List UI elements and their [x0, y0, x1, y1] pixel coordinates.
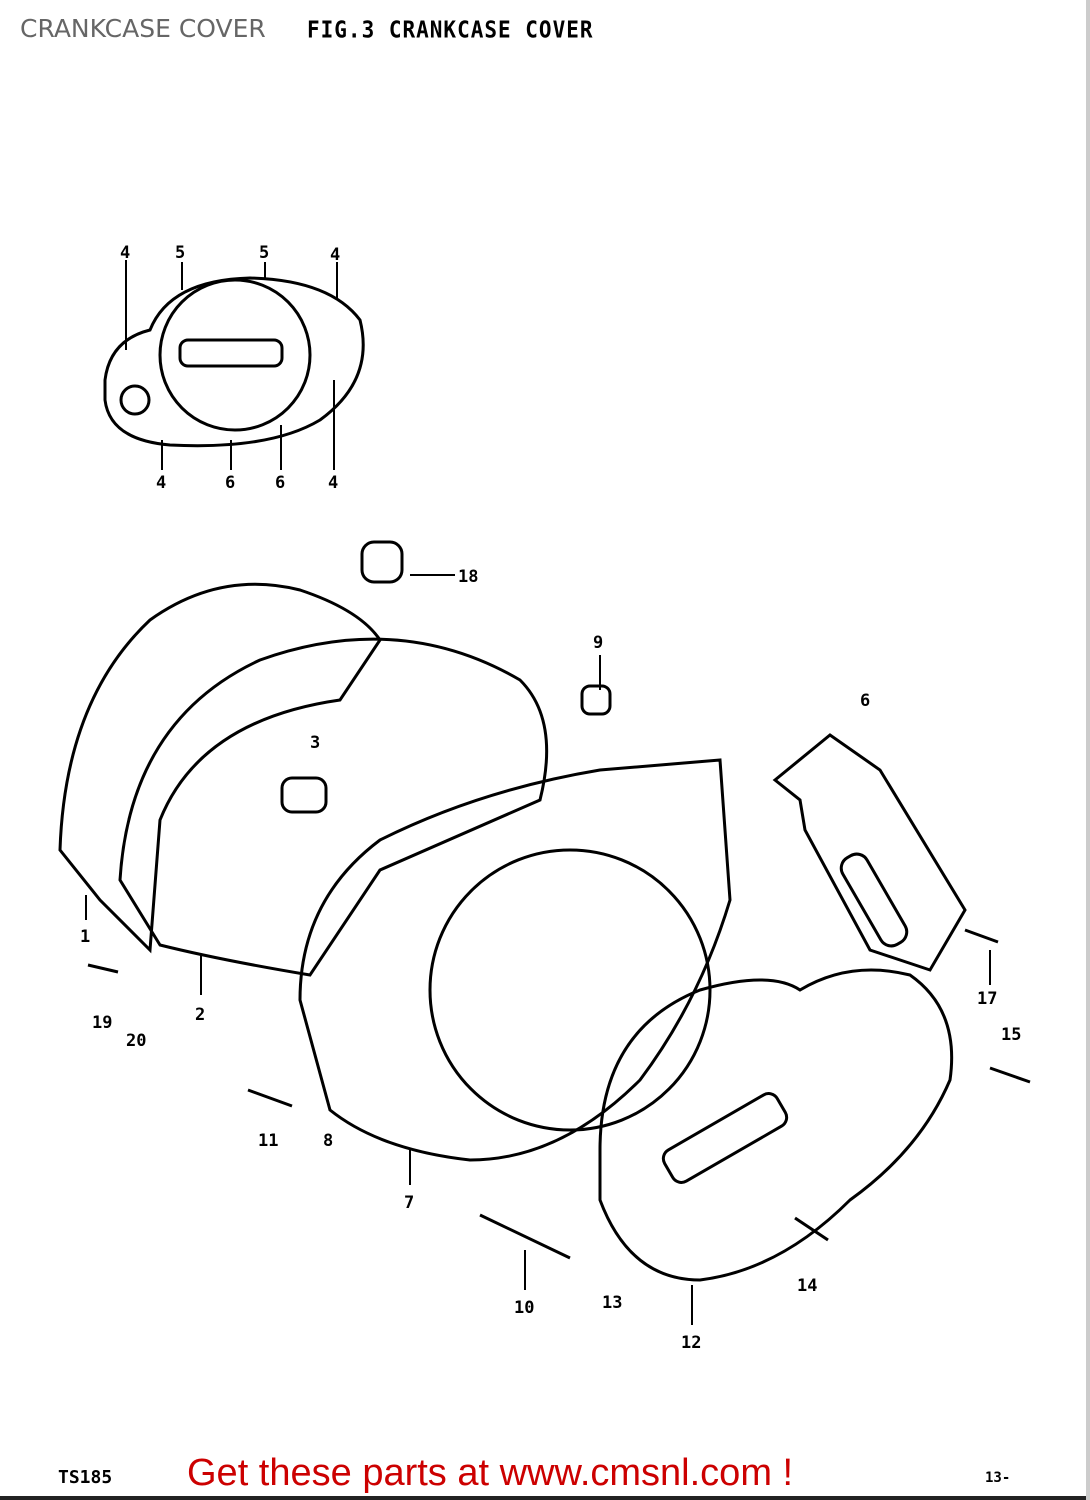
magneto-opening	[428, 848, 712, 1132]
callout-12: 12	[681, 1333, 701, 1353]
gasket-2	[118, 637, 549, 977]
bottom-border	[0, 1496, 1090, 1500]
callout-1: 1	[80, 927, 90, 947]
callout-17: 17	[977, 989, 997, 1009]
magneto-cover-8	[298, 758, 732, 1162]
callout-6: 6	[860, 691, 870, 711]
suzuki-logo-large	[661, 1092, 789, 1184]
dowel-9	[580, 684, 612, 716]
dowel-3	[280, 776, 328, 814]
callout-10: 10	[514, 1298, 534, 1318]
screw-11	[247, 1088, 293, 1108]
right-border	[1086, 0, 1090, 1500]
figure-title: FIG.3 CRANKCASE COVER	[307, 16, 594, 44]
screw-14	[794, 1216, 829, 1242]
cap-18	[360, 540, 404, 584]
plate-slot	[839, 852, 909, 948]
screw-15	[989, 1066, 1031, 1084]
callout-4: 4	[330, 245, 340, 265]
callout-4: 4	[328, 473, 338, 493]
callout-18: 18	[458, 567, 478, 587]
clutch-cover-outline	[103, 276, 365, 448]
callout-19: 19	[92, 1013, 112, 1033]
callout-6: 6	[275, 473, 285, 493]
callout-15: 15	[1001, 1025, 1021, 1045]
suzuki-logo-small	[178, 338, 284, 368]
callout-3: 3	[310, 733, 320, 753]
callout-5: 5	[259, 243, 269, 263]
cmsnl-parts-link[interactable]: Get these parts at www.cmsnl.com !	[187, 1452, 794, 1494]
screw-19	[87, 963, 119, 974]
screw-17	[964, 928, 999, 944]
plate-6	[772, 733, 967, 972]
callout-11: 11	[258, 1131, 278, 1151]
callout-7: 7	[404, 1193, 414, 1213]
callout-2: 2	[195, 1005, 205, 1025]
callout-13: 13	[602, 1293, 622, 1313]
clutch-cover-disc	[158, 278, 312, 432]
screw-10	[479, 1213, 571, 1260]
callout-5: 5	[175, 243, 185, 263]
clutch-cover-hole	[119, 384, 151, 416]
callout-4: 4	[156, 473, 166, 493]
outer-cover-12	[598, 968, 954, 1282]
callout-9: 9	[593, 633, 603, 653]
callout-8: 8	[323, 1131, 333, 1151]
page-reference: 13-	[985, 1470, 1011, 1486]
leader-lines	[85, 260, 991, 1325]
page-title: CRANKCASE COVER	[20, 14, 266, 43]
model-code: TS185	[58, 1467, 113, 1488]
callout-14: 14	[797, 1276, 817, 1296]
callout-4: 4	[120, 243, 130, 263]
crankcase-cover-1	[58, 582, 382, 954]
callout-20: 20	[126, 1031, 146, 1051]
callout-6: 6	[225, 473, 235, 493]
